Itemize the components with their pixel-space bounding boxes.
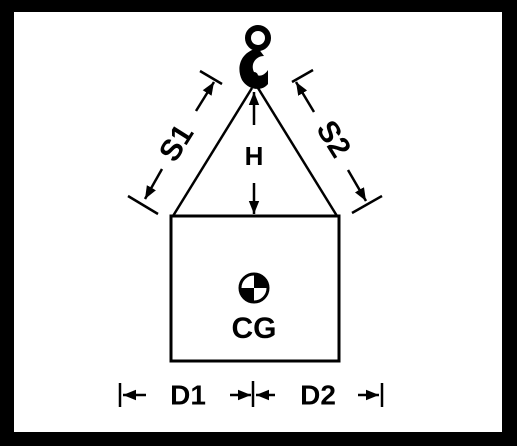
height-label: H xyxy=(245,141,264,171)
s2-dimension xyxy=(291,68,383,215)
sling-left-line xyxy=(171,87,254,217)
lifting-hook-icon xyxy=(239,25,271,89)
load-box xyxy=(169,214,341,363)
center-of-gravity-icon xyxy=(238,272,270,304)
distance-right-label: D2 xyxy=(300,379,336,410)
distance-left-label: D1 xyxy=(170,379,206,410)
s1-dimension xyxy=(127,69,223,216)
sling-right-line xyxy=(256,87,339,217)
diagram-background xyxy=(14,12,502,432)
distance-dimension xyxy=(118,381,384,407)
cg-label: CG xyxy=(232,312,277,345)
